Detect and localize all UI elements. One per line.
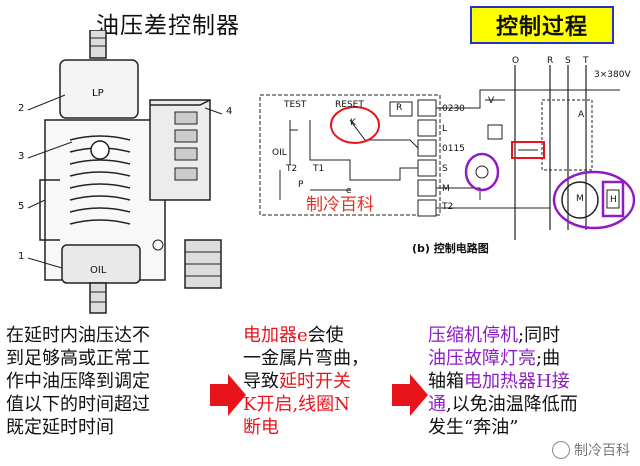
heater-label: H — [610, 195, 617, 205]
callout-1: 1 — [18, 251, 25, 262]
compressor-stop-text: 压缩机停机;同时 油压故障灯亮;曲 轴箱电加热器H接 通,以免油温降低而 发生“… — [428, 324, 638, 439]
condition-line-1: 在延时内油压达不 — [6, 325, 150, 346]
heater-line-4: K开启,线圈N — [243, 394, 350, 415]
motor-label: M — [576, 194, 584, 204]
delay-switch-term: 延时开关 — [279, 371, 351, 392]
contactor-a-label: A — [578, 110, 585, 120]
e-label: e — [346, 186, 352, 196]
control-circuit-diagram — [259, 65, 635, 240]
circuit-oil-label: OIL — [272, 148, 287, 158]
supply-s: S — [565, 56, 571, 66]
circuit-caption: (b) 控制电路图 — [412, 242, 489, 255]
p-label: P — [298, 180, 304, 190]
condition-line-5: 既定延时时间 — [6, 417, 114, 438]
heater-line-3-start: 导致 — [243, 371, 279, 392]
test-label: TEST — [284, 100, 307, 110]
callout-3: 3 — [18, 151, 25, 162]
r-label: R — [396, 103, 403, 113]
oil-pressure-switch-drawing — [27, 30, 223, 314]
supply-r: R — [547, 56, 554, 66]
compressor-line-1-rest: ;同时 — [518, 325, 561, 346]
compressor-line-4-rest: ,以免油温降低而 — [446, 394, 578, 415]
callout-5: 5 — [18, 201, 25, 212]
terminal-0230: 0230 — [442, 104, 465, 114]
k-label: K — [350, 118, 356, 128]
terminal-s: S — [442, 164, 448, 174]
condition-line-4: 值以下的时间超过 — [6, 394, 150, 415]
supply-o: O — [512, 56, 520, 66]
reset-label: RESET — [335, 100, 364, 110]
callout-4: 4 — [226, 106, 233, 117]
arrow-right-icon — [210, 374, 246, 416]
callout-2: 2 — [18, 103, 25, 114]
heater-line-5: 断电 — [243, 417, 279, 438]
tong-term: 通 — [428, 394, 446, 415]
circuit-watermark: 制冷百科 — [306, 195, 374, 215]
terminal-t2: T2 — [442, 202, 454, 212]
oil-label: OIL — [90, 265, 107, 276]
arrow-right-icon-2 — [392, 374, 428, 416]
device-title: 油压差控制器 — [96, 13, 240, 39]
heater-line-1-rest: 会使 — [307, 325, 344, 346]
condition-line-2: 到足够高或正常工 — [6, 348, 150, 369]
t1-label: T1 — [313, 164, 325, 174]
voltage-label: 3×380V — [594, 70, 631, 80]
condition-line-3: 作中油压降到调定 — [6, 371, 150, 392]
compressor-stop-term: 压缩机停机 — [428, 325, 518, 346]
lp-label: LP — [92, 88, 104, 99]
condition-text: 在延时内油压达不 到足够高或正常工 作中油压降到调定 值以下的时间超过 既定延时… — [6, 324, 236, 439]
compressor-line-5: 发生“奔油” — [428, 417, 519, 438]
wechat-logo-icon — [552, 441, 570, 459]
t2-label: T2 — [286, 164, 298, 174]
bottom-watermark: 制冷百科 — [552, 440, 630, 460]
heater-effect-text: 电加器e会使 一金属片弯曲， 导致延时开关 K开启,线圈N 断电 — [243, 324, 403, 439]
terminal-l: L — [442, 124, 448, 134]
heater-line-2: 一金属片弯曲， — [243, 348, 369, 369]
crankcase-heater-term: 电加热器H接 — [464, 371, 570, 392]
compressor-line-3-start: 轴箱 — [428, 371, 464, 392]
control-process-badge: 控制过程 — [470, 6, 614, 44]
relay-v-label: V — [488, 96, 495, 106]
bottom-watermark-text: 制冷百科 — [574, 443, 630, 459]
terminal-0115: 0115 — [442, 144, 465, 154]
supply-t: T — [583, 56, 589, 66]
terminal-m: M — [442, 184, 450, 194]
fault-lamp-term: 油压故障灯亮 — [428, 348, 536, 369]
compressor-line-2-rest: ;曲 — [536, 348, 561, 369]
heater-e-term: 电加器e — [243, 325, 308, 346]
